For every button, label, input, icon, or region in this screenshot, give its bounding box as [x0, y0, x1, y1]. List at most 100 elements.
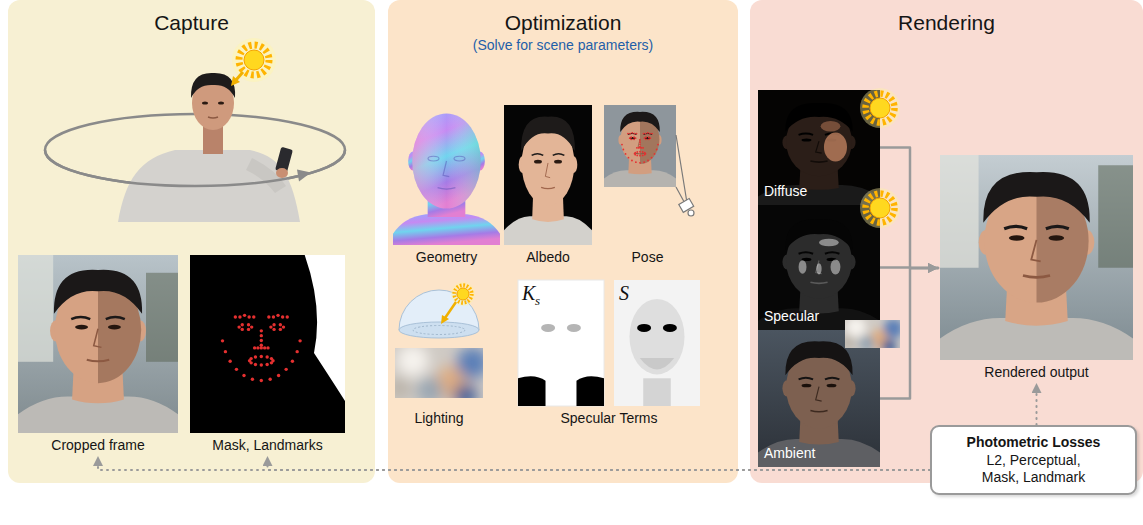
- nose: [816, 261, 822, 274]
- s-chin: [640, 358, 674, 369]
- landmark-dot: [247, 328, 250, 331]
- sun-glow: [860, 188, 900, 228]
- s-background: [614, 280, 700, 406]
- eye: [108, 325, 121, 330]
- environment-blobs: [845, 320, 900, 348]
- landmark-dot: [242, 374, 245, 377]
- specular-highlight: [799, 260, 807, 274]
- mesh-eye: [428, 156, 439, 161]
- specular-highlight: [816, 263, 821, 274]
- landmark-dot: [247, 315, 250, 318]
- landmark-dot: [633, 136, 635, 138]
- mask-image: [190, 255, 345, 433]
- landmark-dot: [629, 133, 631, 135]
- landmark-dot: [636, 155, 638, 157]
- brow: [71, 317, 90, 319]
- photo-background: [18, 255, 178, 433]
- landmark-dot: [249, 357, 252, 360]
- landmark-dot: [243, 314, 246, 317]
- nose: [816, 141, 822, 153]
- panel-title: Rendering: [750, 0, 1143, 36]
- landmark-dot: [298, 339, 301, 342]
- nose: [816, 387, 822, 401]
- landmark-dot: [636, 147, 638, 149]
- brow: [106, 317, 125, 319]
- photo-background: [604, 105, 676, 187]
- stage-panel: RenderingDiffuseSpecularAmbientRendered …: [750, 0, 1143, 483]
- landmark-dot: [645, 153, 647, 155]
- panel-title: Optimization: [388, 0, 738, 36]
- landmark-dot: [286, 315, 289, 318]
- landmark-dot: [270, 361, 273, 364]
- sun-rays: [866, 94, 895, 123]
- landmark-dot: [630, 136, 632, 138]
- eye: [1009, 235, 1025, 241]
- building: [18, 255, 53, 362]
- landmark-dot: [260, 379, 263, 382]
- photo-background: [758, 205, 880, 330]
- person-eye: [218, 101, 224, 104]
- pose-frame: [604, 105, 676, 187]
- hair: [521, 117, 575, 152]
- landmark-dot: [645, 138, 647, 140]
- photo-background: [504, 105, 592, 245]
- landmark-dots: [221, 314, 302, 383]
- image-panel: Cropped frame: [18, 255, 178, 454]
- landmark-dot: [238, 315, 241, 318]
- landmark-dot: [282, 325, 285, 328]
- optimization-panel-fill: [388, 0, 738, 483]
- landmark-dot: [281, 315, 284, 318]
- face-photo: [18, 255, 178, 433]
- landmark-dot: [265, 363, 268, 366]
- brow: [799, 378, 813, 380]
- geometry-render: [393, 105, 500, 245]
- s-eye: [663, 324, 677, 332]
- brow: [532, 154, 544, 156]
- eye: [534, 160, 542, 164]
- ks-eye: [541, 324, 555, 332]
- mouth: [810, 411, 827, 412]
- landmark-dot: [642, 147, 644, 149]
- landmark-dot: [272, 323, 275, 326]
- landmark-dot: [628, 157, 630, 159]
- nose: [1031, 240, 1040, 262]
- sun-core: [870, 98, 890, 118]
- s-face: [629, 299, 684, 375]
- eye: [644, 137, 650, 139]
- hair: [785, 341, 852, 375]
- loss-list: L2, Perceptual, Mask, Landmark: [968, 452, 1100, 486]
- image-caption: Specular: [764, 308, 819, 325]
- mesh-features: [428, 156, 465, 189]
- s-eye: [637, 324, 651, 332]
- mask-silhouette: [190, 255, 345, 433]
- brow: [799, 133, 813, 134]
- landmark-dot: [657, 144, 659, 146]
- landmark-dot: [631, 132, 633, 134]
- landmark-dot: [265, 355, 268, 358]
- landmark-dot: [647, 132, 649, 134]
- sun-icon: [860, 188, 900, 228]
- light-arrow: [445, 302, 456, 318]
- landmark-dot: [260, 339, 263, 342]
- landmark-dot: [656, 149, 658, 151]
- ks-map: [518, 280, 604, 406]
- hair: [785, 103, 852, 131]
- landmark-dot: [235, 368, 238, 371]
- landmark-dot: [639, 143, 641, 145]
- landmark-dot: [644, 152, 646, 154]
- image-panel: Specular: [758, 205, 880, 330]
- landmark-dot: [270, 357, 273, 360]
- landmark-dot: [260, 334, 263, 337]
- landmark-dot: [642, 155, 644, 157]
- landmark-dot: [267, 315, 270, 318]
- nose: [545, 163, 550, 178]
- eye: [802, 384, 812, 388]
- landmark-dot: [647, 160, 649, 162]
- environment-blob: [884, 320, 901, 338]
- loss-title: Photometric Losses: [940, 434, 1127, 451]
- landmark-dot: [250, 325, 253, 328]
- person-mouth: [208, 117, 218, 118]
- landmark-dot: [284, 368, 287, 371]
- landmark-dot: [654, 153, 656, 155]
